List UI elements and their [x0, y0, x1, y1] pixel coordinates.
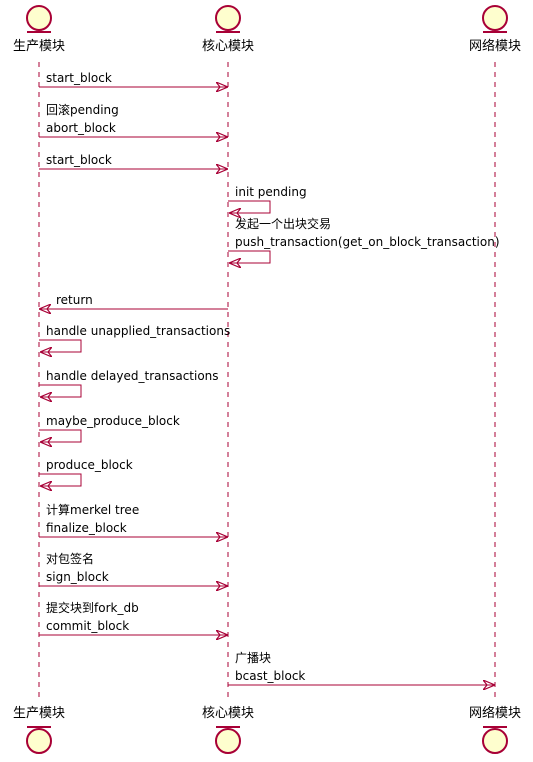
message-label: 提交块到fork_db: [46, 600, 139, 615]
message-label: start_block: [46, 153, 112, 167]
message-arrow: [39, 339, 82, 352]
participants-top: 生产模块 核心模块 网络模块: [13, 5, 521, 54]
message: handle delayed_transactions: [39, 369, 219, 397]
message-label: 广播块: [235, 651, 271, 665]
participant-label: 网络模块: [469, 38, 521, 54]
entity-icon: [26, 5, 52, 31]
message: 对包签名 sign_block: [39, 551, 227, 586]
message: 提交块到fork_db commit_block: [39, 600, 227, 635]
entity-icon: [215, 728, 241, 754]
message-arrow: [39, 384, 82, 397]
message-label: init pending: [235, 185, 307, 199]
message-arrow: [228, 250, 271, 263]
message: maybe_produce_block: [39, 414, 180, 442]
message-label: sign_block: [46, 570, 109, 584]
message: init pending: [228, 185, 307, 213]
messages: start_block 回滚pending abort_block start_blo…: [39, 71, 500, 685]
message-label: maybe_produce_block: [46, 414, 180, 428]
message: return: [40, 293, 228, 309]
message-label: 对包签名: [46, 551, 94, 566]
message-label: bcast_block: [235, 669, 305, 683]
message: 广播块 bcast_block: [228, 651, 494, 685]
message-label: 回滚pending: [46, 102, 119, 117]
message-arrow: [39, 473, 82, 486]
message-label: commit_block: [46, 619, 129, 633]
message-label: start_block: [46, 71, 112, 85]
participant-label: 生产模块: [13, 706, 65, 721]
participant-core-bottom: 核心模块: [202, 706, 254, 754]
message: produce_block: [39, 458, 133, 486]
message-label: handle delayed_transactions: [46, 369, 219, 383]
message-label: finalize_block: [46, 521, 127, 535]
entity-icon: [215, 5, 241, 31]
participant-label: 网络模块: [469, 705, 521, 721]
message: start_block: [39, 71, 227, 87]
message: handle unapplied_transactions: [39, 324, 230, 352]
message: 发起一个出块交易 push_transaction(get_on_block_tr…: [228, 216, 500, 263]
message: 计算merkel tree finalize_block: [39, 502, 227, 537]
entity-icon: [482, 728, 508, 754]
participant-label: 核心模块: [202, 706, 254, 721]
entity-icon: [482, 5, 508, 31]
participant-producer-top: 生产模块: [13, 5, 65, 54]
message-label: 计算merkel tree: [46, 502, 139, 517]
participant-network-top: 网络模块: [469, 5, 521, 54]
participant-producer-bottom: 生产模块: [13, 706, 65, 754]
message-label: 发起一个出块交易: [235, 216, 331, 231]
message-arrow: [39, 429, 82, 442]
participants-bottom: 生产模块 核心模块 网络模块: [13, 705, 521, 754]
participant-label: 生产模块: [13, 39, 65, 54]
participant-network-bottom: 网络模块: [469, 705, 521, 754]
message: start_block: [39, 153, 227, 169]
message-label: produce_block: [46, 458, 133, 472]
message-arrow: [228, 200, 271, 213]
message-label: return: [56, 293, 93, 307]
message-label: handle unapplied_transactions: [46, 324, 230, 338]
message-label: abort_block: [46, 121, 116, 135]
participant-core-top: 核心模块: [202, 5, 254, 54]
participant-label: 核心模块: [202, 39, 254, 54]
message-label: push_transaction(get_on_block_transactio…: [235, 235, 500, 249]
entity-icon: [26, 728, 52, 754]
message: 回滚pending abort_block: [39, 102, 227, 137]
